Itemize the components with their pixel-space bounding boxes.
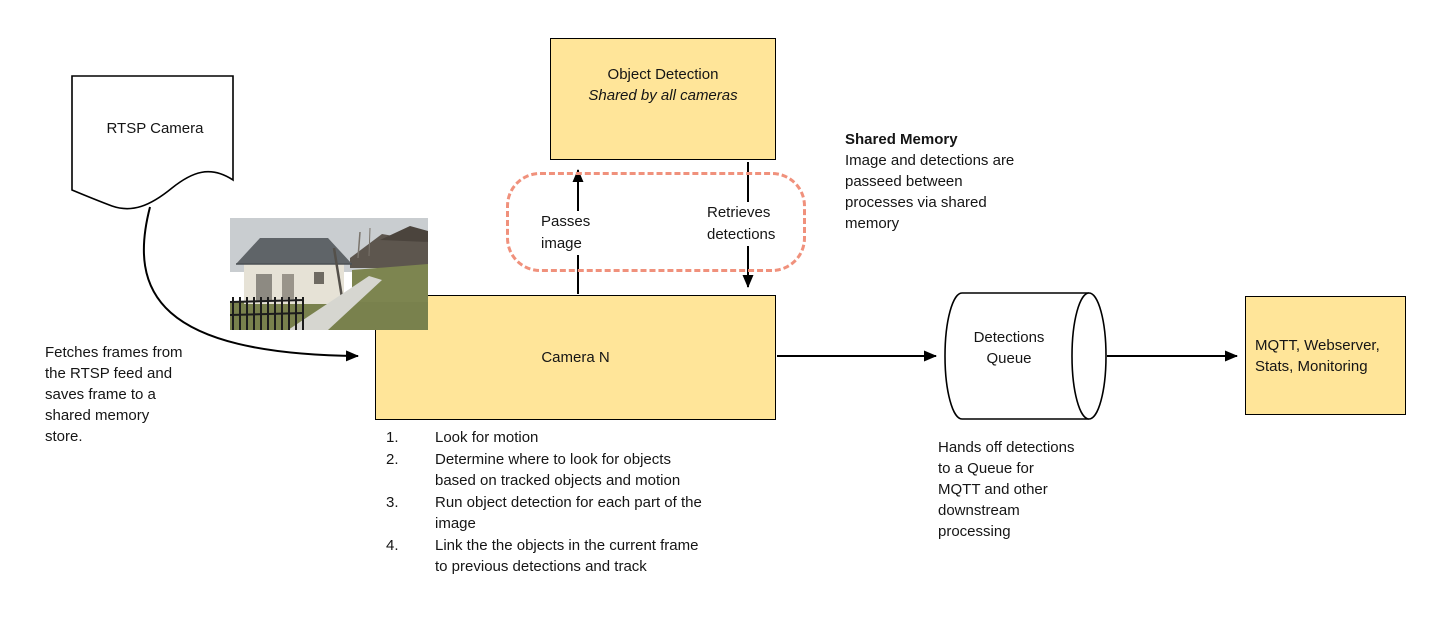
step-text: Determine where to look for objects base… [435, 450, 681, 490]
object-detection-node: Object Detection Shared by all cameras [550, 38, 776, 160]
detections-queue-shape [944, 292, 1089, 420]
shared-memory-zone [506, 172, 806, 272]
rtsp-camera-label: RTSP Camera [106, 120, 204, 137]
step-text: Run object detection for each part of th… [435, 493, 702, 533]
detections-queue-cap [1071, 292, 1107, 420]
detections-queue-note: Hands off detections to a Queue for MQTT… [938, 439, 1075, 540]
list-item: 3. Run object detection for each part of… [378, 492, 798, 535]
shared-memory-body: Image and detections are passeed between… [845, 152, 1015, 232]
camera-n-steps: 1. Look for motion 2. Determine where to… [378, 427, 798, 578]
shared-memory-note: Shared Memory Image and detections are p… [845, 129, 1060, 234]
detections-queue-label: Detections Queue [973, 329, 1045, 367]
object-detection-subtitle: Shared by all cameras [588, 87, 738, 104]
shared-memory-title: Shared Memory [845, 131, 958, 148]
retrieves-detections-label: Retrieves detections [704, 202, 779, 246]
camera-snapshot-scene [229, 218, 428, 330]
list-item: 4. Link the the objects in the current f… [378, 535, 798, 578]
passes-image-label: Passes image [538, 211, 594, 255]
object-detection-title: Object Detection [607, 66, 719, 83]
rtsp-camera-shape [71, 75, 234, 210]
mqtt-node: MQTT, Webserver, Stats, Monitoring [1245, 296, 1406, 415]
list-item: 2. Determine where to look for objects b… [378, 449, 798, 492]
arrow-rtsp-to-camera [142, 206, 359, 362]
mqtt-label: MQTT, Webserver, Stats, Monitoring [1255, 336, 1380, 375]
step-text: Look for motion [435, 429, 539, 446]
step-number: 3. [386, 493, 399, 511]
step-number: 2. [386, 450, 399, 468]
camera-snapshot-image [229, 218, 428, 330]
rtsp-fetch-note: Fetches frames from the RTSP feed and sa… [45, 344, 183, 445]
step-text: Link the the objects in the current fram… [435, 536, 699, 576]
list-item: 1. Look for motion [378, 427, 798, 449]
camera-n-node: Camera N [375, 295, 776, 420]
camera-n-label: Camera N [541, 349, 610, 366]
step-number: 4. [386, 536, 399, 554]
step-number: 1. [386, 429, 399, 446]
